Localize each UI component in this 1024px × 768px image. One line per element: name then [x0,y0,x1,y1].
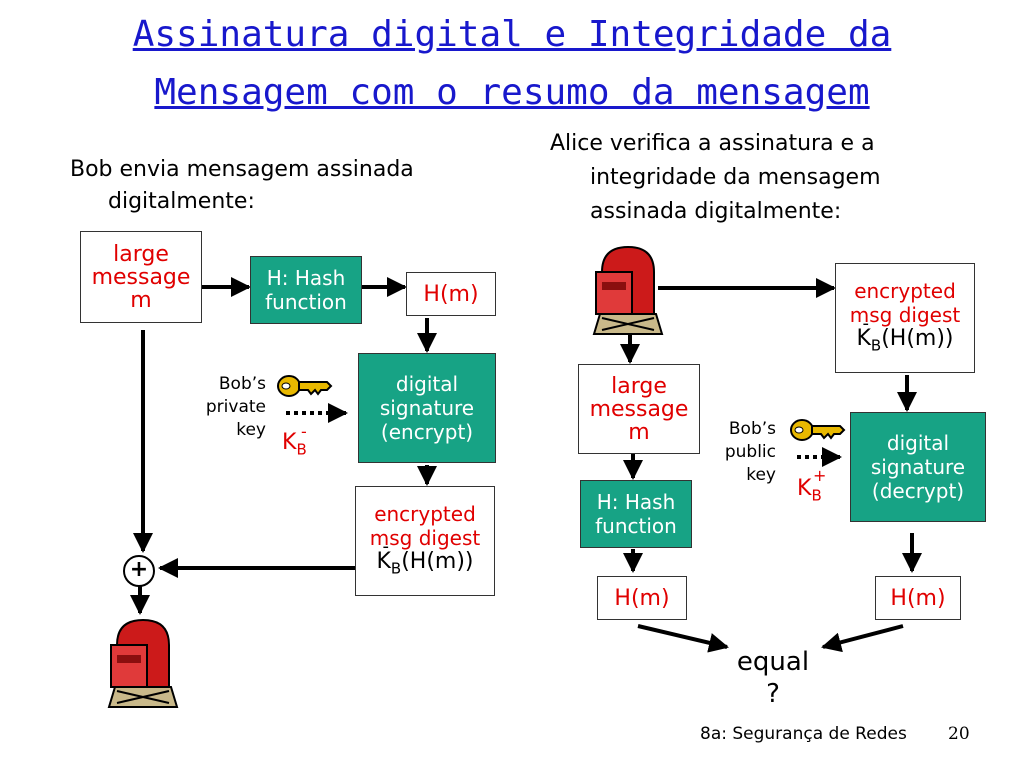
signature-line3: (decrypt) [871,479,965,503]
right-hash-function-box: H: Hash function [580,480,692,548]
left-intro-line1: Bob envia mensagem assinada [70,157,414,182]
right-digital-signature-box: digital signature (decrypt) [850,412,986,522]
equal-label: equal [736,647,810,677]
hash-function-line1: H: Hash [596,490,676,514]
right-encrypted-digest-box: encrypted msg digest KB-(H(m)) [835,263,975,373]
right-key-label: Bob’s public key [724,419,776,485]
hm-label: H(m) [423,281,479,307]
left-private-key-symbol: KB - [282,422,307,459]
slide-title-line2: Mensagem com o resumo da mensagem [154,72,870,113]
large-message-line3: m [628,419,650,445]
signature-line2: signature [870,455,966,479]
hash-function-line1: H: Hash [266,266,346,290]
encrypted-formula: KB-(H(m)) [856,312,954,355]
encrypted-line1: encrypted [854,278,956,303]
question-mark: ? [766,679,780,709]
left-digital-signature-box: digital signature (encrypt) [358,353,496,463]
arrow-hm-left-to-equal [637,624,729,653]
hm-label: H(m) [890,585,946,611]
left-hash-function-box: H: Hash function [250,256,362,324]
key-icon [277,375,333,397]
encrypted-line1: encrypted [374,501,476,526]
right-intro-line2: integridade da mensagem [590,165,881,190]
key-icon [790,419,846,441]
equal-question: equal ? [718,646,828,710]
large-message-line3: m [130,287,152,313]
mailbox-icon [107,618,179,708]
right-hm-left-box: H(m) [597,576,687,620]
mailbox-icon [592,245,664,335]
signature-line3: (encrypt) [380,420,474,444]
large-message-line1: large [113,241,169,267]
footer-text: 8a: Segurança de Redes [700,724,907,744]
plus-circle: + [123,555,155,587]
signature-line1: digital [395,372,459,396]
page-number: 20 [948,724,970,744]
slide-title-line1: Assinatura digital e Integridade da [132,14,892,55]
large-message-line2: message [91,264,191,290]
signature-line2: signature [379,396,475,420]
left-large-message-box: large message m [80,231,202,323]
large-message-line1: large [611,373,667,399]
encrypted-line2: msg digest [369,525,481,550]
large-message-line2: message [589,396,689,422]
hash-function-line2: function [265,290,347,314]
left-key-label: Bob’s private key [205,374,266,440]
right-intro-line1: Alice verifica a assinatura e a [550,131,875,156]
right-public-key-symbol: KB + [797,466,827,505]
hash-function-line2: function [595,514,677,538]
hm-label: H(m) [614,585,670,611]
arrow-hm-right-to-equal [821,624,904,653]
left-intro-line2: digitalmente: [108,189,255,214]
encrypted-line2: msg digest [849,302,961,327]
right-large-message-box: large message m [578,364,700,454]
left-encrypted-digest-box: encrypted msg digest KB-(H(m)) [355,486,495,596]
signature-line1: digital [886,431,950,455]
encrypted-formula: KB-(H(m)) [376,535,474,578]
right-intro-line3: assinada digitalmente: [590,199,842,224]
right-hm-right-box: H(m) [875,576,961,620]
left-hm-box: H(m) [406,272,496,316]
